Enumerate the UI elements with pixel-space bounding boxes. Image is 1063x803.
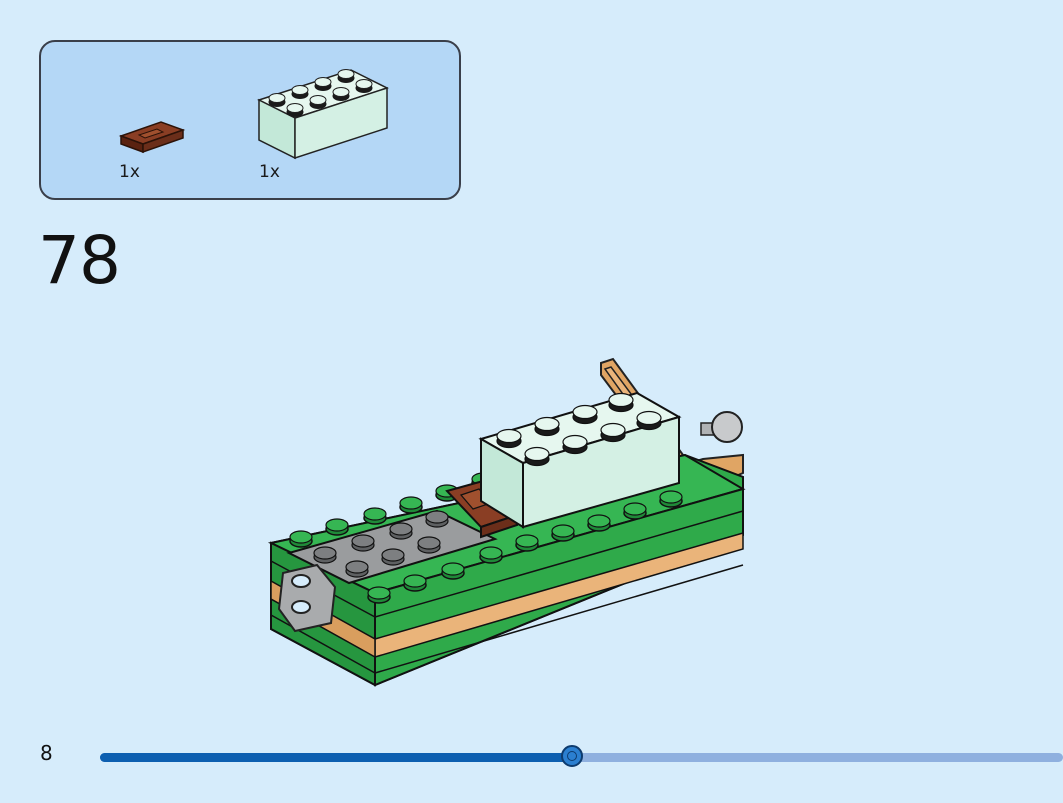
brown-tile-placed (445, 479, 519, 539)
page-number: 8 (40, 741, 53, 765)
brown-tile-quantity: 1x (119, 162, 140, 182)
step-number: 78 (38, 222, 121, 299)
light-aqua-brick-quantity: 1x (259, 162, 280, 182)
progress-knob[interactable] (560, 745, 583, 767)
gray-plate-part (286, 509, 498, 585)
gray-studs (313, 510, 449, 578)
light-aqua-brick-placed (478, 391, 682, 529)
brown-tile-part (118, 121, 186, 154)
gray-ball-joint-part (700, 411, 743, 443)
light-aqua-brick-part (257, 69, 389, 160)
parts-list-callout: 1x 1x (39, 40, 461, 200)
gray-clip-part (277, 563, 337, 633)
model-assembly-illustration (267, 357, 746, 687)
progress-fill (100, 753, 572, 762)
progress-bar (100, 745, 1063, 767)
